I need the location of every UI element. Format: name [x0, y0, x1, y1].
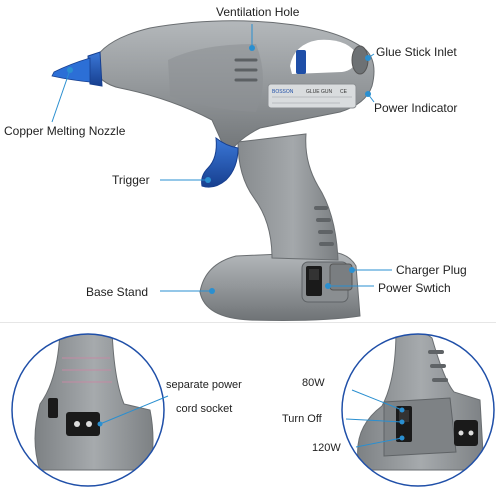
- label-separate-power: separate power: [166, 379, 242, 391]
- label-80w: 80W: [302, 377, 325, 389]
- callouts: [51, 24, 392, 292]
- glue-stick-inlet: [351, 45, 369, 75]
- handle-shape: [237, 133, 339, 261]
- callout-dots: [67, 45, 371, 294]
- label-base-stand: Base Stand: [86, 285, 149, 299]
- section-divider: [0, 322, 496, 323]
- label-charger-plug: Charger Plug: [396, 263, 467, 277]
- plate-brand: BOSSON: [272, 89, 294, 95]
- label-power-switch: Power Swtich: [378, 281, 451, 295]
- power-cord-socket: [66, 412, 100, 436]
- label-copper-melting-nozzle: Copper Melting Nozzle: [4, 124, 126, 138]
- closeup-switch: [341, 333, 495, 487]
- closeup-socket: [11, 333, 169, 487]
- plate-ce: CE: [340, 89, 348, 95]
- label-120w: 120W: [312, 442, 341, 454]
- label-turn-off: Turn Off: [282, 413, 322, 425]
- label-trigger: Trigger: [112, 173, 150, 187]
- ventilation-slots: [234, 58, 258, 82]
- charger-plug-block: [329, 263, 353, 291]
- plate-product: GLUE GUN: [306, 89, 333, 95]
- grip-ridges: [314, 206, 334, 246]
- rating-plate: [267, 83, 357, 109]
- trigger-shape: [201, 136, 239, 188]
- label-power-indicator: Power Indicator: [374, 101, 458, 115]
- label-glue-stick-inlet: Glue Stick Inlet: [376, 45, 457, 59]
- inlet-cutout: [290, 39, 358, 74]
- label-cord-socket: cord socket: [176, 403, 233, 415]
- closeup-charger-plug: [454, 420, 478, 446]
- label-ventilation-hole: Ventilation Hole: [216, 5, 300, 19]
- glue-gun-body: [51, 20, 375, 321]
